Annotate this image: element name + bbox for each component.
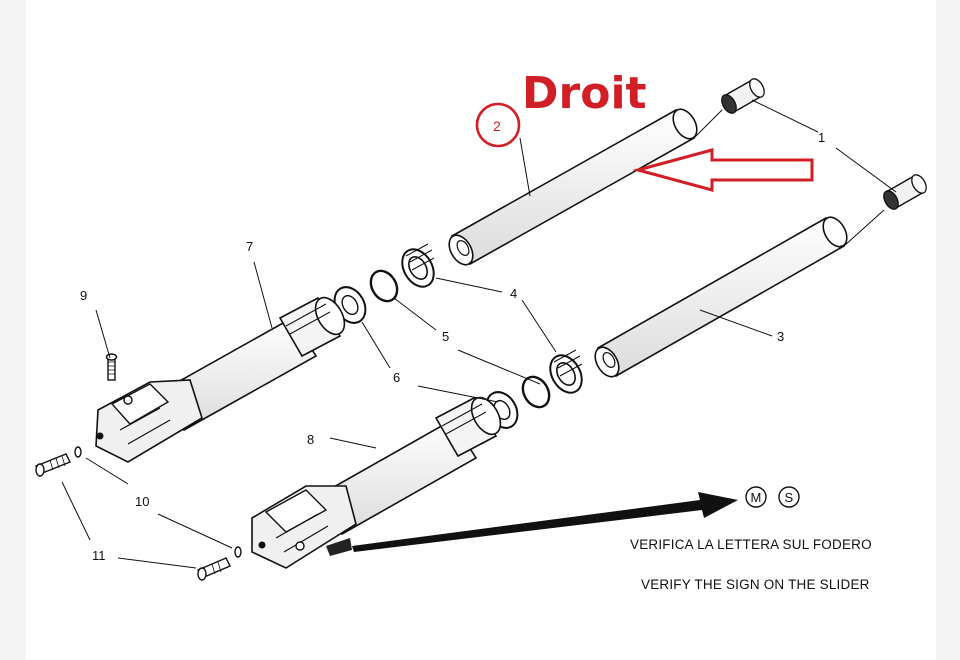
drawing-paper [26,0,936,660]
washer-10-lower [234,546,242,558]
label-4: 4 [510,286,517,301]
mark-m-circle [745,486,767,508]
fork-tube-upper [448,108,698,266]
instruction-notes: VERIFICA LA LETTERA SUL FODERO VERIFY TH… [630,537,872,592]
mark-s-circle [778,486,800,508]
label-10: 10 [135,494,149,509]
screw-9 [105,353,118,381]
clip-upper [369,269,399,303]
mark-m: M [751,490,762,505]
slider-marks: M S [745,486,800,508]
label-5: 5 [442,329,449,344]
left-arrow-icon [632,148,814,192]
screw-11-upper [35,453,71,477]
circled-number: 2 [493,118,501,134]
seal-lower [549,349,583,394]
bushing-upper [721,78,765,114]
pointer-arrow-icon [352,492,738,552]
label-6: 6 [393,370,400,385]
slider-right [251,396,502,569]
label-8: 8 [307,432,314,447]
side-label-droit: Droit [522,68,647,119]
label-11: 11 [92,548,106,563]
screw-11-lower [197,557,231,581]
fork-tube-lower [594,216,848,378]
bushing-lower [883,174,927,210]
leader-lines [61,99,897,569]
seal-upper [401,243,435,288]
clip-lower [521,375,551,409]
red-annotation: Droit 2 [475,68,814,192]
mark-s: S [785,490,794,505]
label-7: 7 [246,239,253,254]
label-1: 1 [818,130,825,145]
label-3: 3 [777,329,784,344]
note-italian: VERIFICA LA LETTERA SUL FODERO [630,537,872,552]
note-english: VERIFY THE SIGN ON THE SLIDER [641,577,870,592]
part-labels: 1 3 4 5 6 7 8 9 10 11 [80,130,825,563]
slider-left [95,296,346,463]
label-9: 9 [80,288,87,303]
circle-highlight [475,102,521,148]
washer-10-upper [74,446,82,458]
